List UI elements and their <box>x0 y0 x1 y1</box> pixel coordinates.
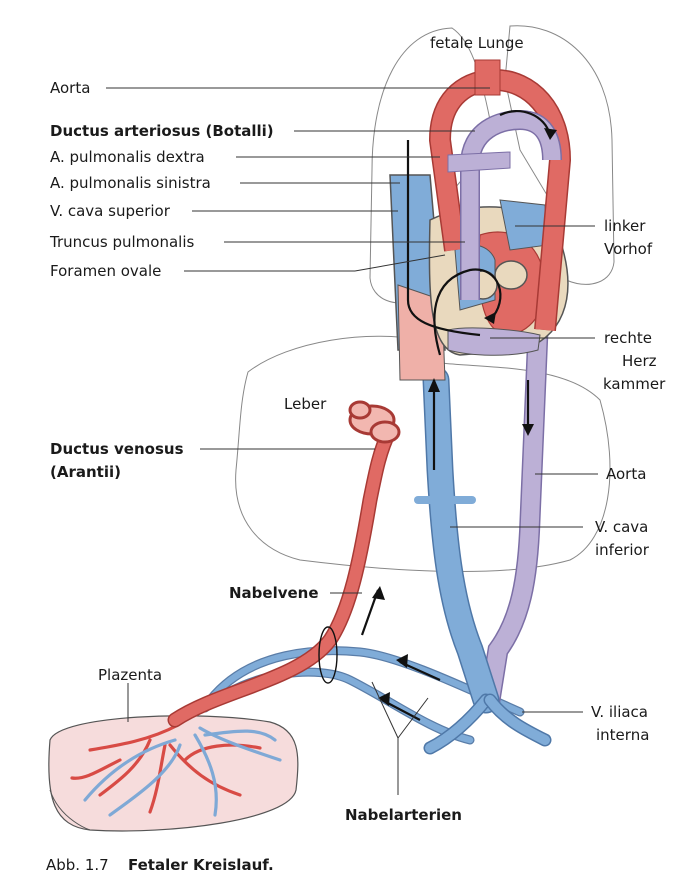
label-inferior: inferior <box>595 541 650 559</box>
label-a-pulmonalis-dextra: A. pulmonalis dextra <box>50 148 205 166</box>
placenta <box>48 715 299 832</box>
label-kammer: kammer <box>603 375 666 393</box>
label-foramen-ovale: Foramen ovale <box>50 262 161 280</box>
descending-aorta <box>479 319 549 711</box>
heart <box>389 59 572 381</box>
label-ductus-venosus: Ductus venosus <box>50 440 184 458</box>
umbilical-ring <box>318 626 338 684</box>
label-v-cava-superior: V. cava superior <box>50 202 171 220</box>
label-arantii: (Arantii) <box>50 463 121 481</box>
leader-lines <box>106 87 598 795</box>
label-leber: Leber <box>284 395 327 413</box>
label-nabelarterien: Nabelarterien <box>345 806 462 824</box>
caption-title: Fetaler Kreislauf. <box>128 856 274 874</box>
label-a-pulmonalis-sinistra: A. pulmonalis sinistra <box>50 174 211 192</box>
label-v-iliaca: V. iliaca <box>591 703 648 721</box>
label-aorta-lower: Aorta <box>606 465 646 483</box>
inferior-vena-cava <box>414 366 552 755</box>
arrow-heads <box>372 128 557 706</box>
label-rechte: rechte <box>604 329 652 347</box>
label-plazenta: Plazenta <box>98 666 162 684</box>
label-v-cava: V. cava <box>595 518 648 536</box>
label-nabelvene: Nabelvene <box>229 584 319 602</box>
label-vorhof: Vorhof <box>604 240 653 258</box>
ductus-venosus-loops <box>348 400 401 444</box>
label-aorta-top: Aorta <box>50 79 90 97</box>
umbilical-vein <box>167 422 398 728</box>
label-herz: Herz <box>622 352 657 370</box>
label-truncus-pulmonalis: Truncus pulmonalis <box>49 233 194 251</box>
label-ductus-arteriosus: Ductus arteriosus (Botalli) <box>50 122 274 140</box>
caption-prefix: Abb. 1.7 <box>46 856 109 874</box>
label-linker: linker <box>604 217 646 235</box>
label-fetale-lunge: fetale Lunge <box>430 34 524 52</box>
label-interna: interna <box>596 726 649 744</box>
